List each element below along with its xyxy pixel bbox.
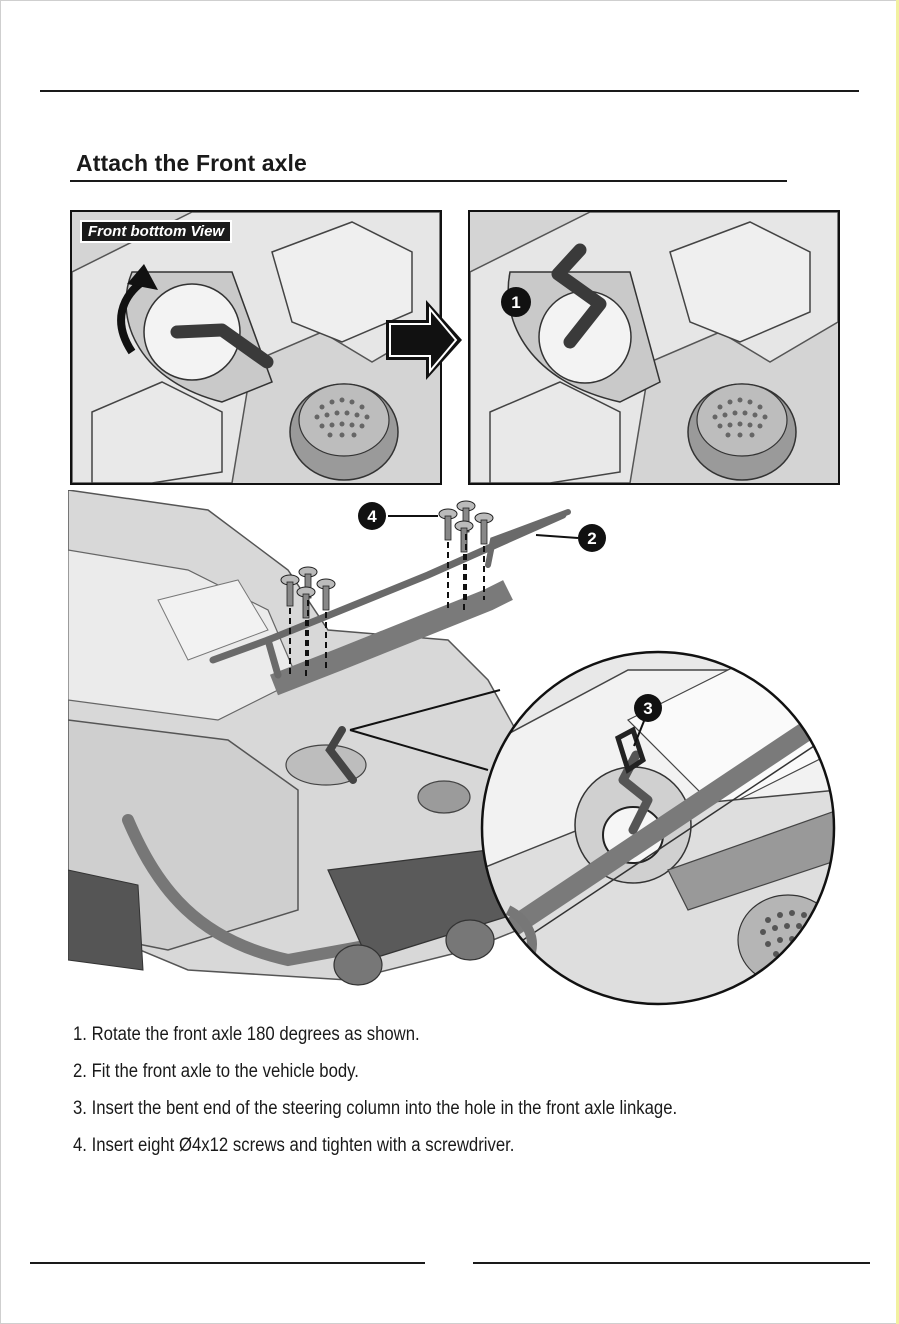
view-label: Front botttom View bbox=[80, 220, 232, 243]
footer-rule-right bbox=[473, 1262, 870, 1264]
right-arrow-icon bbox=[386, 300, 462, 380]
footer-rule-left bbox=[30, 1262, 425, 1264]
title-underline bbox=[70, 180, 787, 182]
step-1: 1. Rotate the front axle 180 degrees as … bbox=[73, 1016, 677, 1053]
instruction-steps: 1. Rotate the front axle 180 degrees as … bbox=[73, 1016, 677, 1164]
svg-text:4: 4 bbox=[367, 507, 377, 526]
rotated-axle-panel: 1 bbox=[468, 210, 840, 485]
step-4: 4. Insert eight Ø4x12 screws and tighten… bbox=[73, 1127, 677, 1164]
callout-4: 4 bbox=[358, 502, 386, 530]
axle-assembly-illustration: 4 2 3 bbox=[68, 490, 838, 1015]
front-bottom-view-illustration bbox=[72, 212, 440, 483]
section-title: Attach the Front axle bbox=[76, 150, 307, 177]
step-3: 3. Insert the bent end of the steering c… bbox=[73, 1090, 677, 1127]
callout-1: 1 bbox=[501, 287, 531, 317]
svg-text:1: 1 bbox=[511, 293, 520, 312]
step-2: 2. Fit the front axle to the vehicle bod… bbox=[73, 1053, 677, 1090]
callout-2: 2 bbox=[578, 524, 606, 552]
callout-3: 3 bbox=[634, 694, 662, 722]
svg-text:3: 3 bbox=[643, 699, 652, 718]
svg-text:2: 2 bbox=[587, 529, 596, 548]
rotated-axle-illustration: 1 bbox=[470, 212, 838, 483]
header-rule bbox=[40, 90, 859, 92]
